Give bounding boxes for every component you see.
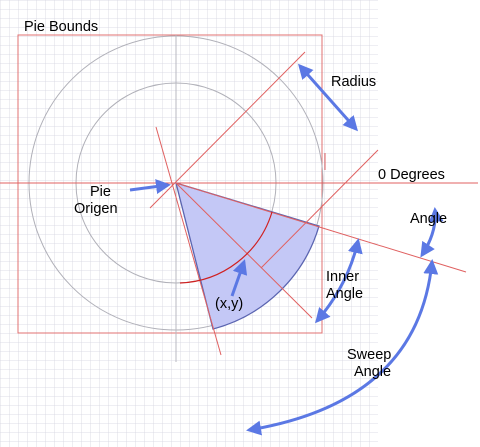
radius-guide-line-a	[149, 51, 306, 209]
radius-guide-line-b	[260, 149, 379, 269]
angle-arrow-icon	[420, 207, 444, 258]
pie-origin-label-line1: Pie	[90, 184, 111, 200]
pie-origin-label-line2: Origen	[74, 201, 118, 217]
sweep-angle-arrow-icon	[246, 259, 439, 436]
angle-label: Angle	[410, 211, 447, 227]
inner-angle-label-line1: Inner	[326, 269, 359, 285]
pie-bounds-rect	[17, 34, 323, 334]
radius-label: Radius	[331, 74, 376, 90]
center-point-label: (x,y)	[215, 296, 243, 312]
sweep-angle-label-line2: Angle	[354, 364, 391, 380]
end-angle-ray	[155, 126, 222, 356]
inner-angle-label-line2: Angle	[326, 286, 363, 302]
sweep-angle-label-line1: Sweep	[347, 347, 391, 363]
pie-bounds-label: Pie Bounds	[24, 19, 98, 35]
pie-origin-arrow-icon	[129, 179, 171, 195]
center-point-arrow-icon	[230, 259, 248, 297]
start-angle-ray	[175, 182, 467, 273]
radius-arrow-icon	[298, 63, 358, 132]
zero-degrees-label: 0 Degrees	[378, 167, 445, 183]
